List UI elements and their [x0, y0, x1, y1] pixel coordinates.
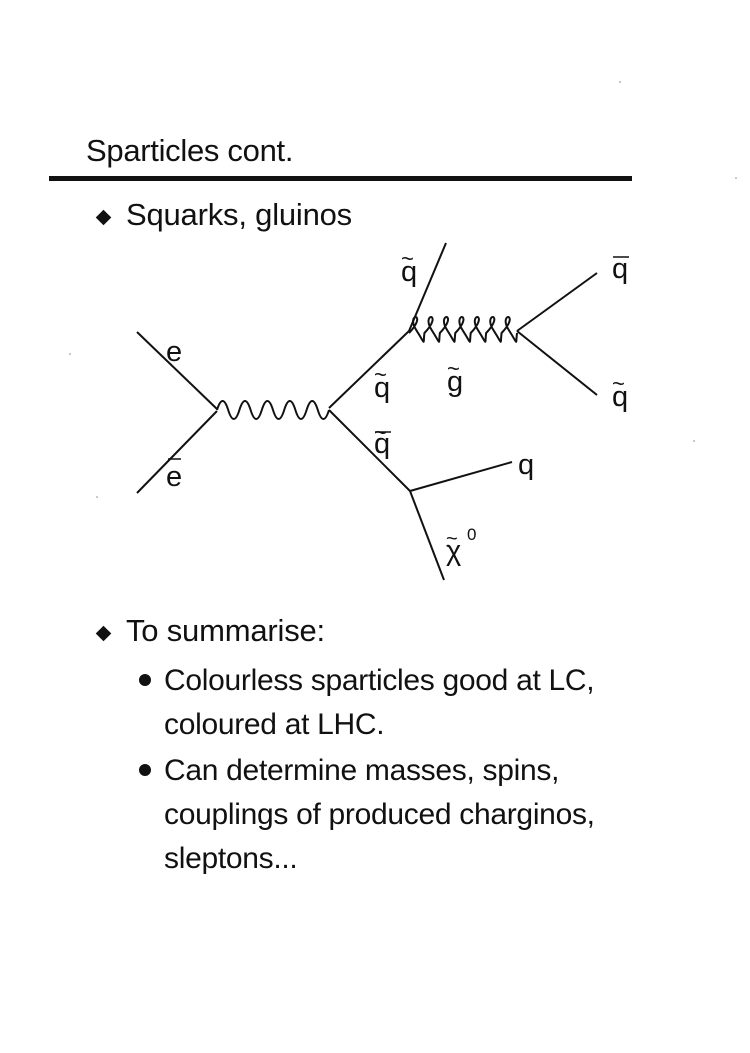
tilde-gluino: ~ — [447, 356, 460, 381]
label-squark-upper: q — [374, 372, 390, 404]
scan-speck — [619, 81, 621, 83]
label-gluino: g — [447, 366, 463, 398]
squark-line-upper — [328, 330, 410, 409]
squark-line-lower — [328, 409, 411, 492]
scan-speck — [96, 496, 98, 498]
title-divider — [49, 176, 632, 181]
sub-bullet-determine-line3: sleptons... — [164, 842, 298, 875]
sub-bullet-colourless: Colourless sparticles good at LC, colour… — [164, 659, 595, 747]
label-antiquark-out: q — [612, 253, 628, 285]
bullet-to-summarise: To summarise: — [126, 613, 325, 648]
scan-speck — [69, 353, 71, 355]
label-neutralino-sup: 0 — [467, 525, 476, 544]
slide-title: Sparticles cont. — [86, 133, 294, 168]
squark-out-line-right — [516, 330, 598, 396]
scan-speck — [735, 177, 737, 179]
neutralino-out-line — [409, 490, 445, 581]
sub-bullet-determine-line1: Can determine masses, spins, — [164, 754, 560, 787]
bullet-squarks-gluinos: Squarks, gluinos — [126, 197, 352, 232]
electron-line-top — [136, 331, 218, 410]
sub-bullet-colourless-line1: Colourless sparticles good at LC, — [164, 664, 595, 697]
sub-bullet-determine: Can determine masses, spins, couplings o… — [164, 749, 595, 881]
label-squark-out-top: q — [401, 256, 417, 288]
electron-line-bottom — [136, 410, 218, 494]
round-bullet-icon — [139, 764, 151, 776]
tilde-neutralino: ~ — [446, 528, 458, 550]
gluino-coil-line — [408, 316, 518, 343]
antiquark-out-line — [516, 272, 598, 332]
label-e-bottom: e — [166, 461, 182, 493]
tilde-squark-upper: ~ — [374, 362, 387, 387]
tilde-squark-lower: ~ — [374, 420, 387, 445]
label-e-top: e — [166, 336, 182, 368]
scan-speck — [693, 440, 695, 442]
tilde-squark-out-right: ~ — [612, 371, 625, 396]
quark-out-line — [409, 461, 513, 492]
label-squark-out-right: q — [612, 381, 628, 413]
sub-bullet-colourless-line2: coloured at LHC. — [164, 708, 385, 741]
label-neutralino: χ — [446, 535, 461, 567]
sub-bullet-determine-line2: couplings of produced charginos, — [164, 798, 595, 831]
label-quark-out: q — [518, 449, 534, 481]
tilde-squark-out-top: ~ — [401, 246, 414, 271]
round-bullet-icon — [139, 674, 151, 686]
label-squark-lower: q — [374, 428, 390, 460]
photon-wavy-line — [216, 400, 330, 420]
